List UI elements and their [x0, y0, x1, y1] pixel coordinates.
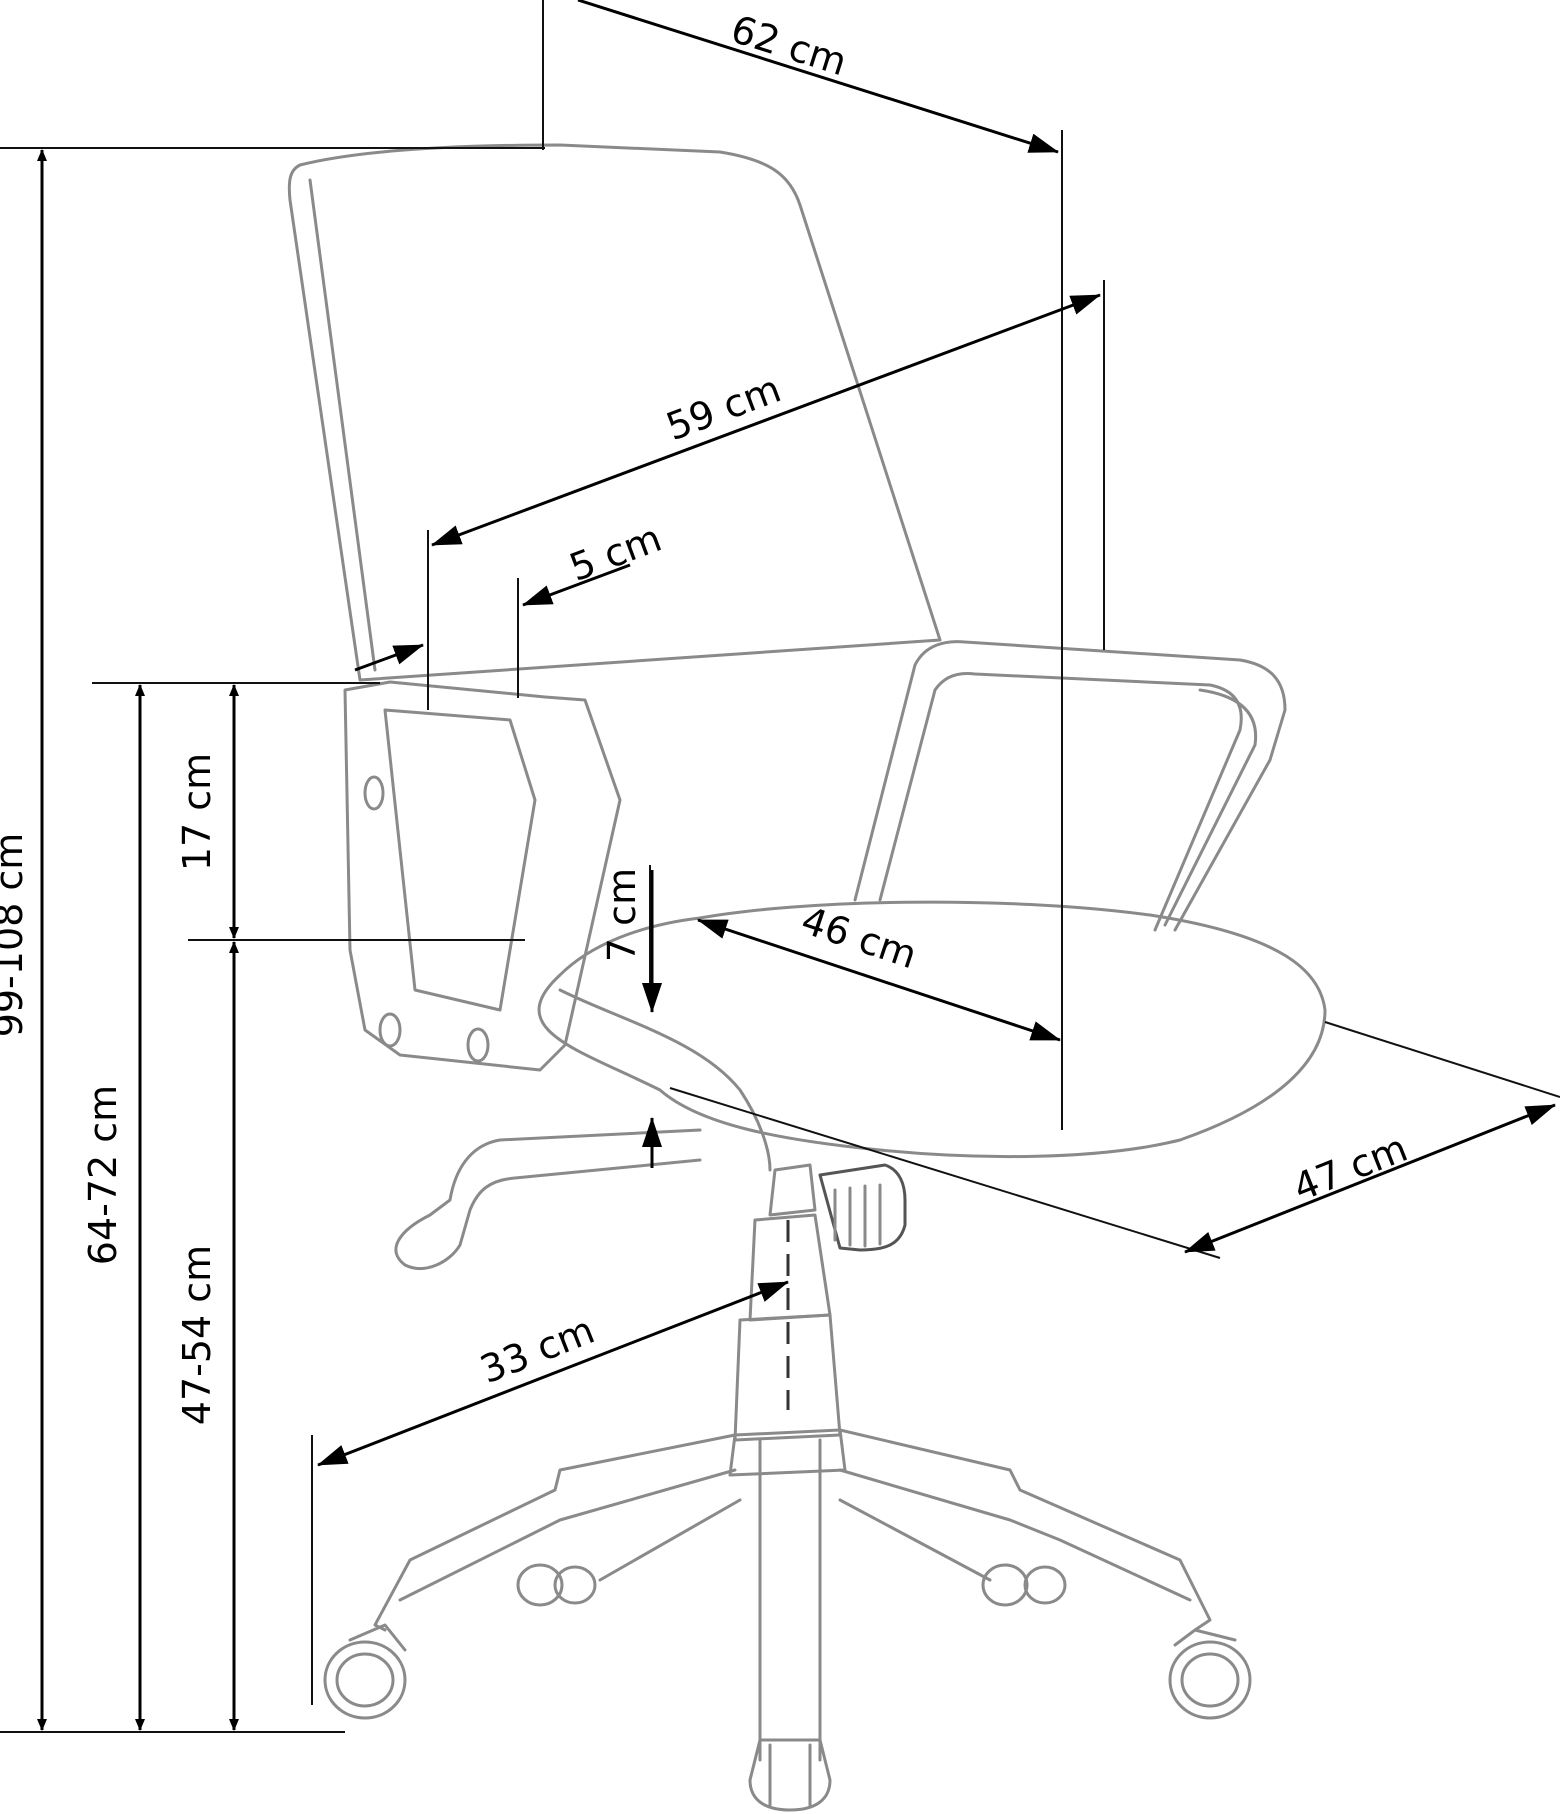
armrest-width-arrow-left	[354, 643, 424, 672]
tilt-knob	[818, 1163, 907, 1252]
star-base	[373, 1428, 1212, 1762]
seat-width-label: 47 cm	[1287, 1126, 1413, 1210]
depth-label: 62 cm	[726, 7, 852, 85]
left-armrest	[343, 680, 622, 1072]
right-armrest-edge	[1163, 688, 1258, 927]
seat-underside	[558, 988, 772, 1172]
caster-front-center	[748, 1738, 832, 1812]
caster-front-left	[323, 1623, 407, 1720]
armrest-height-label: 64-72 cm	[81, 1085, 125, 1265]
seat-height-label: 47-54 cm	[175, 1245, 219, 1425]
chair-illustration	[287, 143, 1327, 1812]
width-arrow	[431, 293, 1101, 547]
seat-depth-label: 46 cm	[796, 898, 922, 977]
left-armrest-inner	[383, 708, 537, 1012]
armrest-bolt	[466, 1027, 490, 1063]
caster-front-right	[1168, 1628, 1252, 1720]
backrest	[287, 143, 942, 682]
seat	[537, 900, 1327, 1159]
gas-cylinder-upper	[748, 1213, 832, 1322]
armrest-width-arrow-right	[522, 563, 631, 607]
lift-lever	[394, 1128, 702, 1270]
depth-arrow	[577, 0, 1059, 154]
caster-back-left	[516, 1563, 597, 1607]
gas-cylinder	[768, 1163, 817, 1217]
seat-thickness-label: 7 cm	[600, 868, 644, 962]
base-radius-arrow	[317, 1280, 789, 1467]
armrest-bolt	[363, 775, 385, 811]
armrest-bolt	[378, 1012, 402, 1048]
extension-lines	[0, 0, 1560, 1733]
armrest-above-seat-label: 17 cm	[175, 753, 219, 871]
seat-width-arrow	[1184, 1103, 1556, 1254]
seat-depth-arrow	[697, 918, 1061, 1042]
dimension-arrows	[37, 0, 1556, 1731]
total-height-label: 99-108 cm	[0, 833, 31, 1038]
caster-back-right	[981, 1563, 1067, 1607]
dimension-labels: 99-108 cm 64-72 cm 17 cm 47-54 cm 7 cm 6…	[0, 7, 1413, 1425]
right-armrest	[853, 640, 1287, 932]
backrest-inner	[308, 178, 377, 672]
armrest-width-label: 5 cm	[564, 516, 668, 590]
right-armrest-inner	[878, 671, 1243, 932]
